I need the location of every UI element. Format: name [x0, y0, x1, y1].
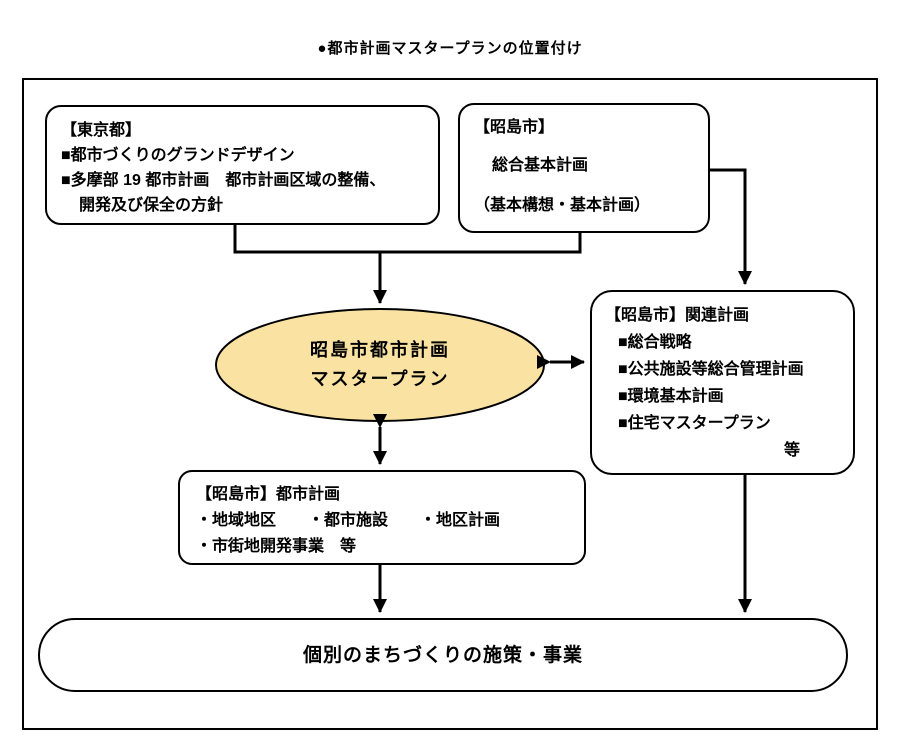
box-related-item: ■総合戦略	[618, 334, 692, 351]
master-plan-line: マスタープラン	[310, 369, 450, 389]
box-related-item: ■環境基本計画	[618, 388, 724, 405]
box-related-item: ■公共施設等総合管理計画	[618, 361, 804, 378]
box-tokyo-line: 開発及び保全の方針	[79, 197, 224, 214]
box-related-item: ■住宅マスタープラン	[618, 415, 771, 432]
box-tokyo: 【東京都】 ■都市づくりのグランドデザイン ■多摩部 19 都市計画 都市計画区…	[45, 105, 440, 225]
individual-measures-label: 個別のまちづくりの施策・事業	[302, 644, 583, 666]
diagram-frame	[22, 78, 878, 730]
box-city-line: ・市街地開発事業 等	[196, 538, 357, 555]
box-city-planning: 【昭島市】都市計画 ・地域地区 ・都市施設 ・地区計画 ・市街地開発事業 等	[178, 470, 586, 565]
box-tokyo-line: ■都市づくりのグランドデザイン	[61, 147, 295, 164]
box-related-heading: 【昭島市】関連計画	[605, 307, 750, 324]
master-plan-label: 昭島市都市計画 マスタープラン	[216, 309, 544, 421]
diagram-title: ●都市計画マスタープランの位置付け	[317, 40, 583, 57]
box-city-heading: 【昭島市】都市計画	[196, 486, 341, 503]
box-related-plans: 【昭島市】関連計画 ■総合戦略 ■公共施設等総合管理計画 ■環境基本計画 ■住宅…	[590, 290, 855, 475]
box-individual-measures: 個別のまちづくりの施策・事業	[38, 618, 848, 692]
box-akishima-line: （基本構想・基本計画）	[474, 197, 651, 214]
box-city-line: ・地域地区 ・都市施設 ・地区計画	[196, 512, 501, 529]
box-akishima-heading: 【昭島市】	[474, 119, 555, 136]
box-akishima-comprehensive: 【昭島市】 総合基本計画 （基本構想・基本計画）	[458, 103, 710, 233]
box-tokyo-line: ■多摩部 19 都市計画 都市計画区域の整備、	[61, 172, 386, 189]
master-plan-line: 昭島市都市計画	[310, 340, 450, 360]
box-related-suffix: 等	[783, 442, 800, 459]
box-akishima-line: 総合基本計画	[492, 157, 589, 174]
box-tokyo-heading: 【東京都】	[61, 122, 142, 139]
